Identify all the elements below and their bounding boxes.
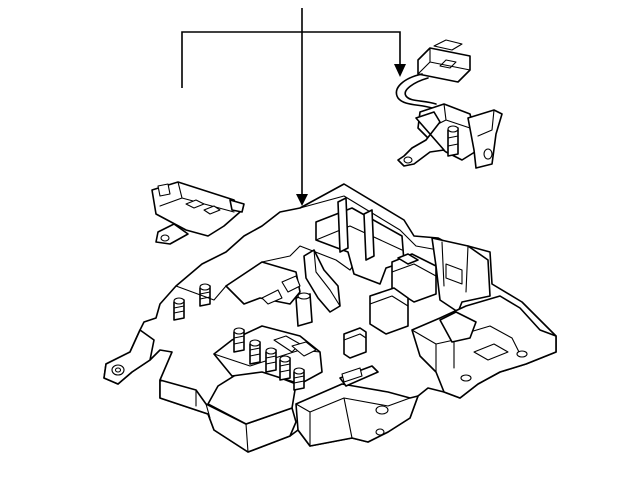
bracket-left-arm xyxy=(103,329,155,385)
rear-block xyxy=(315,207,405,285)
arrowhead-to-connector xyxy=(394,64,406,77)
front-center-block xyxy=(295,383,419,447)
leader-line-bracket xyxy=(181,31,401,88)
arrowhead-to-bracket xyxy=(296,194,308,206)
small-sensor xyxy=(151,181,245,245)
module-bracket xyxy=(103,183,557,453)
bracket-front-block xyxy=(159,379,297,453)
small-sensor-mount-hole xyxy=(160,234,170,242)
small-sensor-body xyxy=(151,181,241,237)
sensor-side-clip xyxy=(467,109,503,169)
sensor-mount-tab xyxy=(397,111,445,167)
connector-sensor-assembly xyxy=(395,39,503,169)
sensor-wire xyxy=(395,73,433,109)
left-posts xyxy=(173,283,211,321)
bracket-inner-wall xyxy=(225,261,301,305)
leader-callout xyxy=(181,8,406,206)
left-arm-mount-hole xyxy=(111,364,125,376)
right-mount-hole xyxy=(460,374,472,382)
sensor-mount-hole xyxy=(403,156,413,164)
connector-latch xyxy=(433,39,463,51)
terminal-post-cluster xyxy=(213,325,323,391)
front-clip xyxy=(341,367,363,383)
